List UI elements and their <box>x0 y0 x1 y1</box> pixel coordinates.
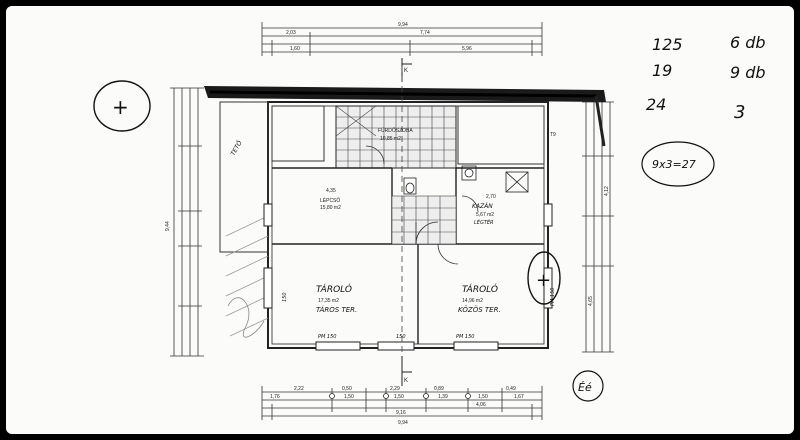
dim-bottom-r1-2: 2,29 <box>390 386 400 392</box>
stamp-circle <box>572 370 604 402</box>
note-l2-a: 19 <box>652 61 672 80</box>
stamp-mark: Éé <box>578 381 592 394</box>
kitchen-name: KAZÁN <box>472 203 493 210</box>
dim-bottom-r2-0: 1,76 <box>270 394 280 400</box>
side-annotation: TETŐ <box>230 140 244 157</box>
formula-circle <box>641 141 715 187</box>
circle-plus-right <box>527 251 561 305</box>
dim-top-row2-a: 2,03 <box>286 30 296 36</box>
floor-plan-sheet: 9,94 2,03 7,74 1,60 5,96 K 9,44 4,12 4,6… <box>6 6 794 434</box>
note-l3-b: 3 <box>734 102 745 123</box>
bathroom-area: 10,85 m2 <box>380 136 401 142</box>
top-dimension-chain <box>261 22 543 56</box>
dim-right-a: 4,12 <box>604 186 610 196</box>
dim-bottom-r3-b: 4,06 <box>476 402 486 408</box>
hall-width: 4,35 <box>326 188 336 194</box>
dim-bottom-r1-4: 0,49 <box>506 386 516 392</box>
bathroom-tiles <box>335 105 457 169</box>
section-label-top: K <box>404 68 408 74</box>
storage-left-area: 17,35 m2 <box>318 298 339 304</box>
window-label-3: PM 150 <box>456 334 474 340</box>
storage-right-name: TÁROLÓ <box>462 283 498 295</box>
dim-bottom-r2-1: 1,50 <box>344 394 354 400</box>
storage-right-area: 14,96 m2 <box>462 298 483 304</box>
door-swings <box>365 145 479 265</box>
bathroom-name: FÜRDŐSZOBA <box>378 127 413 134</box>
dim-top-row3-a: 1,60 <box>290 46 300 52</box>
note-l3-a: 24 <box>646 95 666 114</box>
right-dimension-chain <box>582 101 614 353</box>
bottom-windows <box>315 341 499 351</box>
circle-plus-left <box>93 80 151 132</box>
window-label-1: PM 150 <box>318 334 336 340</box>
hall-area: 15,80 m2 <box>320 205 341 211</box>
kitchen-area: 5,67 m2 <box>476 212 494 218</box>
toilet-icon <box>403 177 417 195</box>
dim-bottom-r1-0: 2,22 <box>294 386 304 392</box>
dim-bottom-r2-2: 1,50 <box>394 394 404 400</box>
dim-top-row3-b: 5,96 <box>462 46 472 52</box>
upper-left-room <box>271 105 325 162</box>
dim-bottom-r1-3: 0,89 <box>434 386 444 392</box>
dim-bottom-overall: 9,94 <box>398 420 408 426</box>
window-label-5: PM 150 <box>550 288 556 306</box>
section-marker-bottom <box>401 356 412 386</box>
window-label-4: 150 <box>282 292 288 302</box>
dim-top-overall: 9,94 <box>398 22 408 28</box>
kitchen-note: LÉGTÉR <box>474 218 494 226</box>
storage-right-note: KÖZÖS TER. <box>458 305 501 314</box>
left-dimension-chain <box>170 87 204 357</box>
dim-bottom-r2-4: 1,50 <box>478 394 488 400</box>
note-l1-a: 125 <box>652 35 683 54</box>
bottom-dimension-chain <box>261 386 543 420</box>
wall-mark: T9 <box>550 132 556 138</box>
storage-left-name: TÁROLÓ <box>316 283 352 295</box>
hall-name: LÉPCSŐ <box>320 197 340 204</box>
corridor-tiles <box>391 195 457 245</box>
upper-right-room <box>457 105 545 165</box>
note-l1-b: 6 db <box>730 33 766 52</box>
dim-bottom-r3-a: 9,16 <box>396 410 406 416</box>
storage-left-note: TÁROS TER. <box>316 305 357 314</box>
circle-plus-right-mark: + <box>536 270 551 291</box>
left-annex <box>219 101 269 338</box>
dim-bottom-r1-1: 0,50 <box>342 386 352 392</box>
dim-left-total: 9,44 <box>165 221 171 231</box>
window-label-2: 150 <box>396 334 406 340</box>
bottom-dim-markers <box>329 393 471 399</box>
dim-bottom-r2-3: 1,39 <box>438 394 448 400</box>
formula-text: 9x3=27 <box>652 158 696 171</box>
side-windows <box>263 203 553 309</box>
dim-bottom-r2-5: 1,67 <box>514 394 524 400</box>
dim-top-row2-b: 7,74 <box>420 30 430 36</box>
sink-icon <box>461 165 477 181</box>
dim-right-b: 4,65 <box>588 296 594 306</box>
section-label-bottom: K <box>404 378 408 384</box>
shower-icon <box>505 171 529 193</box>
floor-plan-drawing: 9,94 2,03 7,74 1,60 5,96 K 9,44 4,12 4,6… <box>93 22 766 426</box>
circle-plus-left-mark: + <box>112 95 129 119</box>
kitchen-width: 2,70 <box>486 194 496 200</box>
note-l2-b: 9 db <box>730 63 766 82</box>
